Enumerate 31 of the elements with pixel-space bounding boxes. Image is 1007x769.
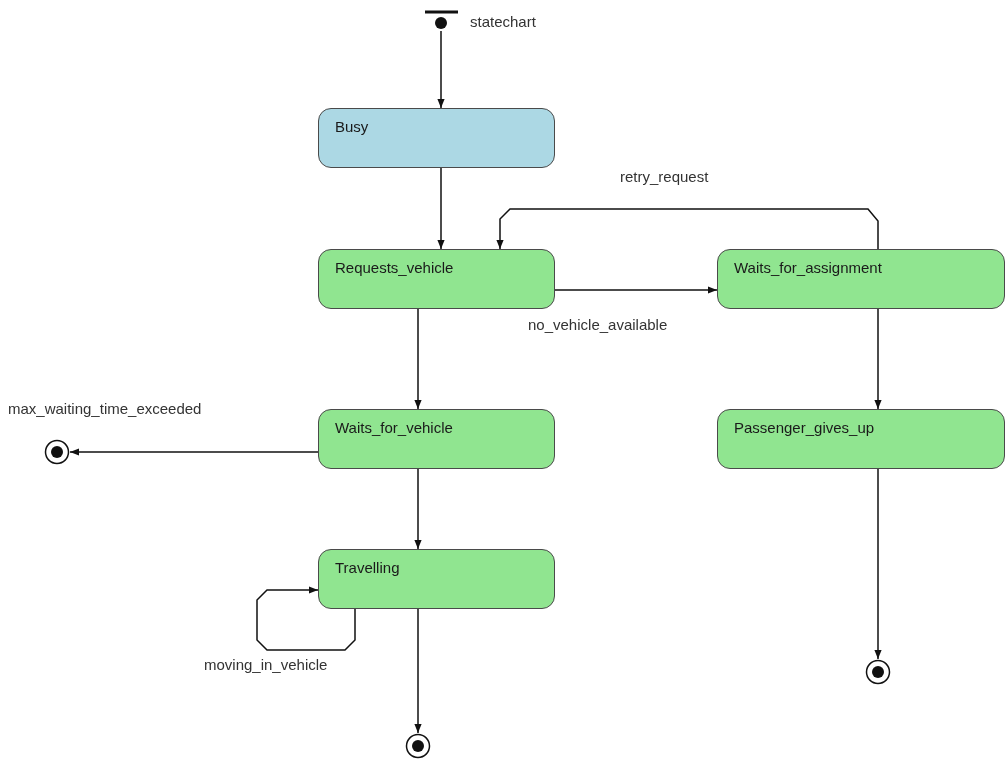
state-box [717, 409, 1005, 469]
transition-arrow [437, 167, 445, 250]
state-box [318, 108, 555, 168]
state-box [318, 249, 555, 309]
transition-arrow [414, 608, 422, 734]
state-name: Requests_vehicle [335, 259, 454, 276]
transition-arrow [496, 208, 879, 250]
edge-label: no_vehicle_available [526, 316, 670, 333]
transition-arrow [69, 448, 319, 456]
edge-label: moving_in_vehicle [202, 656, 330, 673]
transition-arrow [874, 468, 882, 660]
transition-arrow [437, 30, 445, 109]
state-caption: statechart [470, 13, 536, 30]
final-state-marker [405, 733, 431, 759]
transition-arrow [414, 468, 422, 550]
edge-label: max_waiting_time_exceeded [6, 400, 204, 417]
state-name: Busy [335, 118, 369, 135]
state-name: Waits_for_vehicle [335, 419, 453, 436]
state-box [717, 249, 1005, 309]
state-name: Passenger_gives_up [734, 419, 875, 436]
transition-arrow [414, 308, 422, 410]
initial-state-marker [424, 10, 459, 31]
state-box [318, 549, 555, 609]
transition-arrow [874, 308, 882, 410]
state-name: Travelling [335, 559, 400, 576]
state-name: Waits_for_assignment [734, 259, 882, 276]
transition-arrow [554, 286, 718, 294]
final-state-marker [44, 439, 70, 465]
state-box [318, 409, 555, 469]
transition-arrow [256, 586, 356, 651]
final-state-marker [865, 659, 891, 685]
